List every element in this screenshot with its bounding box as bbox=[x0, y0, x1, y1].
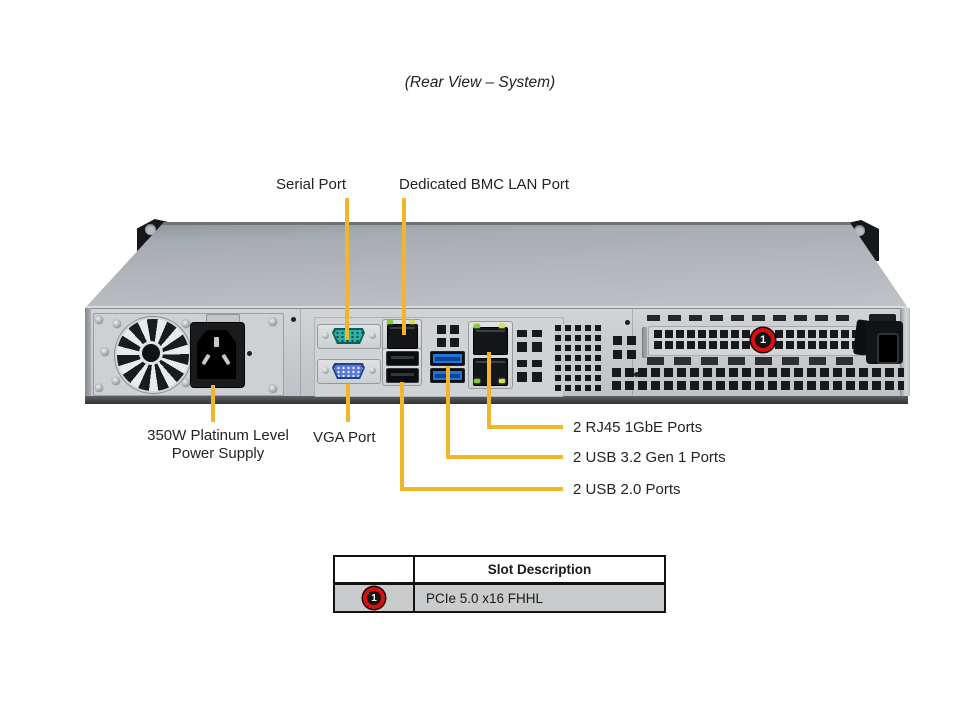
ear-hole bbox=[854, 225, 865, 236]
slot-1-badge: 1 bbox=[755, 332, 771, 348]
psu-label-line2: Power Supply bbox=[171, 445, 265, 462]
lan-led bbox=[499, 379, 505, 383]
slot-1-table-badge: 1 bbox=[367, 591, 381, 605]
slot-table: Slot Description 1 PCIe 5.0 x16 FHHL bbox=[333, 555, 666, 613]
usb32-port-1 bbox=[430, 351, 465, 366]
chassis-left-edge bbox=[85, 308, 91, 396]
pcie-slot-rail bbox=[642, 327, 647, 358]
ac-power-inlet bbox=[190, 322, 245, 388]
latch-inner bbox=[877, 333, 899, 364]
chassis-top-face bbox=[85, 222, 908, 308]
slot-table-description-cell: PCIe 5.0 x16 FHHL bbox=[426, 590, 544, 606]
screw-hole bbox=[291, 317, 296, 322]
screw bbox=[182, 320, 190, 328]
screw bbox=[269, 385, 277, 393]
callout-line-psu bbox=[211, 385, 215, 422]
pcie-bottom-vents bbox=[612, 368, 904, 390]
callout-line-rj45-v bbox=[487, 352, 491, 429]
vent-cluster bbox=[437, 325, 459, 347]
screw-hole bbox=[247, 351, 252, 356]
latch-top bbox=[869, 314, 896, 324]
screw bbox=[182, 379, 190, 387]
bmc-lan-label: Dedicated BMC LAN Port bbox=[399, 176, 570, 193]
vent-grid bbox=[555, 325, 601, 391]
thumbscrew bbox=[369, 367, 376, 374]
serial-port-label: Serial Port bbox=[276, 176, 347, 193]
lan-led bbox=[499, 324, 505, 328]
pcie-top-vents bbox=[647, 315, 857, 321]
slot-table-header-slot bbox=[335, 557, 415, 582]
screw-hole bbox=[625, 320, 630, 325]
vent-cluster bbox=[517, 330, 542, 352]
callout-line-usb32-h bbox=[446, 455, 563, 459]
screw bbox=[101, 348, 109, 356]
slot-table-badge-cell: 1 bbox=[335, 585, 415, 611]
screw bbox=[113, 320, 121, 328]
lan-led bbox=[474, 379, 480, 383]
vga-port-label: VGA Port bbox=[313, 429, 376, 446]
ear-hole bbox=[145, 224, 156, 235]
usb20-port-2 bbox=[386, 368, 419, 383]
thumbscrew bbox=[369, 332, 376, 339]
slot-table-header-row: Slot Description bbox=[335, 557, 664, 585]
rj45-port-1 bbox=[473, 327, 508, 355]
inlet-pin bbox=[214, 337, 219, 347]
vga-port bbox=[332, 363, 365, 379]
callout-line-serial bbox=[345, 198, 349, 340]
screw-hole bbox=[634, 372, 639, 377]
screw bbox=[95, 384, 103, 392]
psu-label-line1: 350W Platinum Level bbox=[147, 427, 289, 444]
callout-line-usb32-v bbox=[446, 366, 450, 459]
panel-seam bbox=[300, 309, 301, 395]
slot-table-row: 1 PCIe 5.0 x16 FHHL bbox=[335, 585, 664, 611]
callout-line-vga bbox=[346, 384, 350, 422]
rj45-ports-label: 2 RJ45 1GbE Ports bbox=[573, 419, 703, 436]
callout-line-bmc bbox=[402, 198, 406, 335]
usb32-ports-label: 2 USB 3.2 Gen 1 Ports bbox=[573, 449, 726, 466]
vent-cluster bbox=[613, 336, 636, 359]
screw bbox=[112, 377, 120, 385]
lan-led bbox=[474, 324, 480, 328]
page-title: (Rear View – System) bbox=[404, 74, 556, 91]
thumbscrew bbox=[322, 367, 329, 374]
usb20-ports-label: 2 USB 2.0 Ports bbox=[573, 481, 681, 498]
thumbscrew bbox=[322, 332, 329, 339]
chassis-bottom-edge bbox=[85, 396, 908, 404]
callout-line-usb20-v bbox=[400, 382, 404, 491]
callout-line-usb20-h bbox=[400, 487, 563, 491]
vent-cluster bbox=[517, 360, 542, 382]
psu-label: 350W Platinum Level Power Supply bbox=[128, 427, 308, 463]
screw bbox=[95, 316, 103, 324]
usb20-port-1 bbox=[386, 351, 419, 366]
psu-fan-grille bbox=[115, 317, 191, 393]
screw bbox=[269, 318, 277, 326]
callout-line-rj45-h bbox=[487, 425, 563, 429]
lan-led bbox=[409, 320, 415, 324]
slot-table-header-description: Slot Description bbox=[487, 562, 592, 577]
lan-led bbox=[387, 320, 393, 324]
pcie-mid-vents bbox=[647, 357, 859, 365]
